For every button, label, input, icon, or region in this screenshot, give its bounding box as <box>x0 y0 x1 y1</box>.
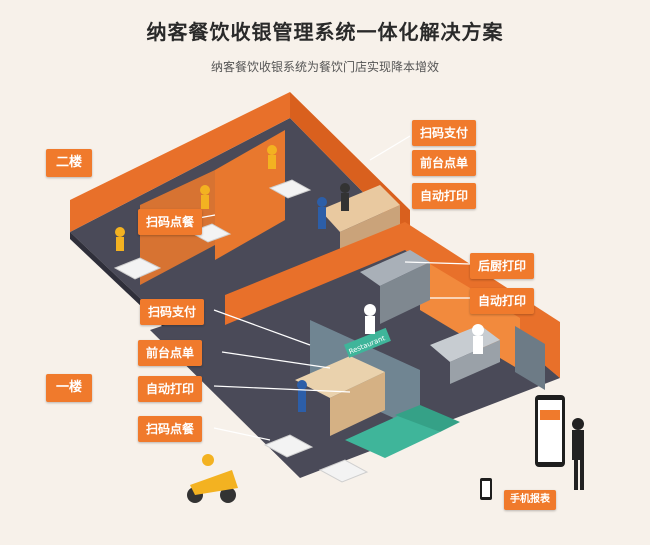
upper-counter <box>320 185 400 232</box>
label-auto-print-kitchen: 自动打印 <box>470 288 535 314</box>
label-front-order-top: 前台点单 <box>412 150 477 176</box>
sofa <box>345 415 440 458</box>
lower-tables <box>263 434 369 483</box>
lower-counter-front <box>330 372 385 436</box>
kitchen-door <box>515 326 545 390</box>
label-front-order-first: 前台点单 <box>138 340 203 366</box>
stove <box>360 250 430 286</box>
stove-front <box>380 262 430 324</box>
page-title: 纳客餐饮收银管理系统一体化解决方案 <box>146 20 504 44</box>
connector-lines <box>187 135 471 441</box>
lower-counter-top <box>295 356 385 398</box>
upper-back-wall-left <box>70 92 290 232</box>
delivery-scooter <box>187 454 238 503</box>
label-auto-print-first: 自动打印 <box>138 376 203 402</box>
floor-label-first: 一楼 <box>46 374 93 402</box>
sofa-back <box>395 405 460 432</box>
lower-back-wall <box>225 222 405 325</box>
label-scan-pay-top: 扫码支付 <box>412 120 477 146</box>
label-auto-print-top: 自动打印 <box>412 183 477 209</box>
label-mobile-report: 手机报表 <box>504 490 556 510</box>
people <box>115 145 584 490</box>
page-subtitle: 纳客餐饮收银系统为餐饮门店实现降本增效 <box>210 60 439 74</box>
phone-large-screen <box>538 400 562 462</box>
label-scan-pay-first: 扫码支付 <box>140 299 205 325</box>
upper-partition <box>215 130 285 260</box>
label-scan-order-first: 扫码点餐 <box>138 416 203 442</box>
label-kitchen-print: 后厨打印 <box>470 253 535 279</box>
floor-label-second: 二楼 <box>46 149 93 177</box>
kitchen-island-front <box>450 340 500 384</box>
restaurant-sign <box>343 327 391 358</box>
label-scan-order-second: 扫码点餐 <box>138 209 203 235</box>
kitchen-island <box>430 325 500 362</box>
